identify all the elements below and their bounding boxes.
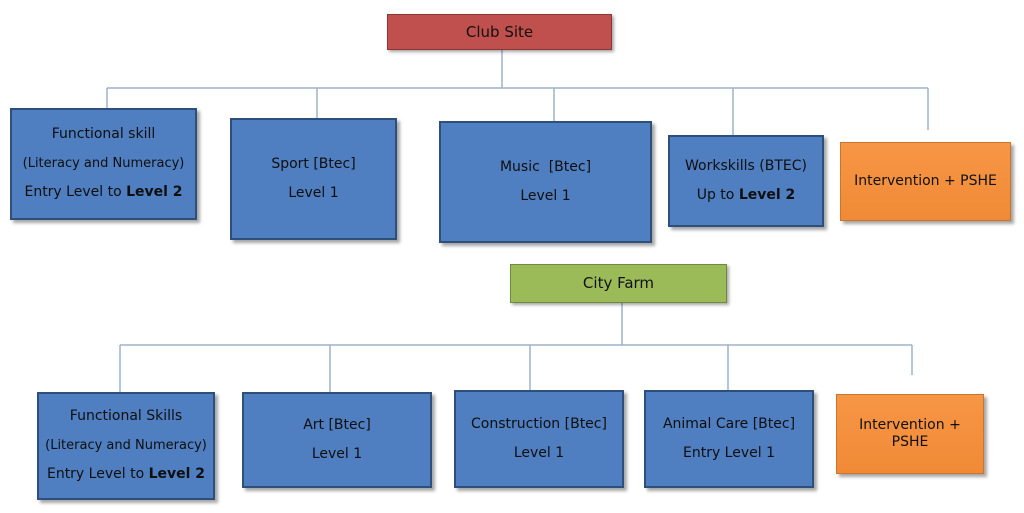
club-box-music: Music [Btec] Level 1 — [439, 121, 652, 243]
farm-box-2-title: Art [Btec] — [303, 416, 371, 433]
farm-box-1-level-prefix: Entry Level to — [46, 466, 149, 483]
club-box-5-title: Intervention + PSHE — [854, 172, 997, 189]
farm-box-3-title: Construction [Btec] — [471, 415, 607, 432]
city-farm-header: City Farm — [510, 264, 727, 303]
club-box-3-level: Level 1 — [520, 188, 571, 204]
farm-box-art: Art [Btec] Level 1 — [242, 392, 432, 488]
club-box-sport: Sport [Btec] Level 1 — [230, 118, 397, 240]
farm-box-3-level: Level 1 — [513, 445, 565, 461]
farm-box-1-title: Functional Skills — [69, 408, 183, 425]
club-box-1-level-bold: Level 2 — [126, 184, 183, 201]
farm-box-1-level-bold: Level 2 — [148, 466, 206, 483]
club-box-2-level: Level 1 — [288, 185, 339, 201]
club-box-3-title: Music [Btec] — [499, 158, 592, 175]
club-box-workskills: Workskills (BTEC) Up to Level 2 — [668, 135, 824, 227]
club-site-header-label: Club Site — [465, 22, 534, 41]
club-box-1-title: Functional skill — [51, 126, 156, 143]
club-box-4-level-bold: Level 2 — [738, 187, 796, 203]
club-site-header: Club Site — [387, 14, 612, 50]
farm-box-animal-care: Animal Care [Btec] Entry Level 1 — [644, 390, 814, 488]
farm-box-5-title: Intervention + — [859, 416, 961, 433]
club-box-4-title: Workskills (BTEC) — [685, 157, 807, 174]
city-farm-header-label: City Farm — [582, 274, 655, 293]
farm-box-intervention: Intervention + PSHE — [836, 394, 984, 474]
club-box-1-subtitle: (Literacy and Numeracy) — [22, 155, 185, 171]
farm-box-1-subtitle: (Literacy and Numeracy) — [45, 437, 207, 453]
farm-box-functional-skills: Functional Skills (Literacy and Numeracy… — [37, 392, 215, 500]
farm-box-2-level: Level 1 — [311, 446, 363, 462]
farm-box-construction: Construction [Btec] Level 1 — [454, 390, 624, 488]
club-box-1-level: Entry Level to Level 2 — [24, 184, 182, 202]
club-box-intervention: Intervention + PSHE — [840, 142, 1011, 221]
farm-box-4-level: Entry Level 1 — [682, 445, 775, 461]
club-box-1-level-prefix: Entry Level to — [24, 184, 127, 201]
club-box-4-level-prefix: Up to — [696, 187, 739, 203]
farm-box-1-level: Entry Level to Level 2 — [47, 466, 205, 484]
farm-box-5-subtitle: PSHE — [891, 434, 929, 450]
farm-box-4-title: Animal Care [Btec] — [662, 415, 796, 432]
club-box-2-title: Sport [Btec] — [271, 155, 356, 172]
club-box-4-level: Up to Level 2 — [697, 187, 796, 205]
club-box-functional-skill: Functional skill (Literacy and Numeracy)… — [10, 108, 197, 220]
